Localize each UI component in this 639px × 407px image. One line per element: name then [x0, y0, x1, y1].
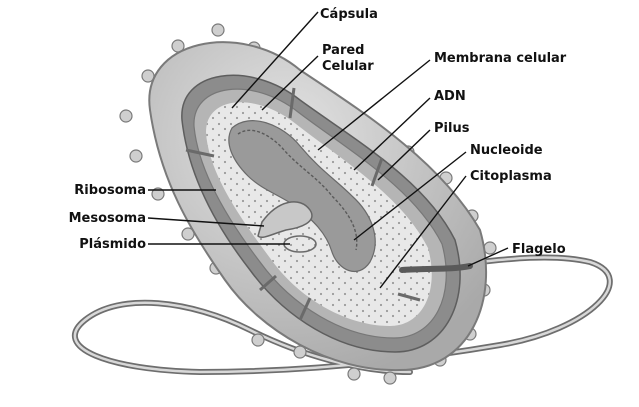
label-mesosoma: Mesosoma — [69, 211, 146, 226]
mesosome — [257, 201, 313, 239]
label-citoplasma: Citoplasma — [470, 169, 552, 184]
flagellum-base — [399, 263, 473, 273]
label-flagelo: Flagelo — [512, 242, 566, 257]
label-plasmido: Plásmido — [79, 237, 146, 252]
dna-strand — [237, 129, 358, 251]
label-pared-line2: Celular — [322, 59, 374, 74]
label-ribosoma: Ribosoma — [74, 183, 146, 198]
label-pilus: Pilus — [434, 121, 470, 136]
label-nucleoide: Nucleoide — [470, 143, 543, 158]
label-membrana: Membrana celular — [434, 51, 567, 66]
label-adn: ADN — [434, 89, 466, 104]
leader-lines — [147, 11, 509, 289]
nucleoid — [228, 120, 376, 273]
wall-sections — [185, 87, 421, 321]
flagellum — [71, 254, 613, 376]
label-pared-line1: Pared — [322, 43, 365, 58]
label-capsula: Cápsula — [320, 7, 378, 22]
